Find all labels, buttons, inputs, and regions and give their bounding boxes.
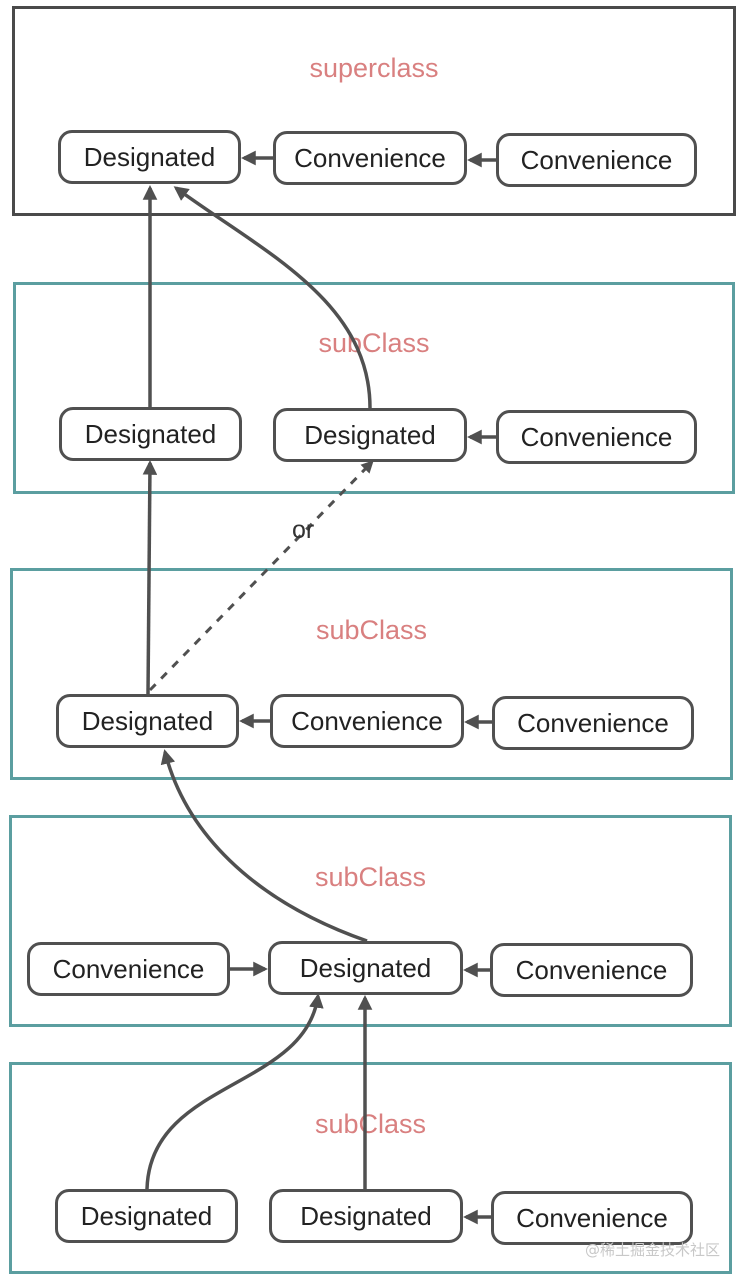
designated-node: Designated bbox=[58, 130, 241, 184]
panel-title: subClass bbox=[314, 1109, 427, 1139]
designated-node: Designated bbox=[59, 407, 242, 461]
designated-node: Designated bbox=[269, 1189, 463, 1243]
convenience-node: Convenience bbox=[27, 942, 230, 996]
convenience-node: Convenience bbox=[492, 696, 694, 750]
designated-node: Designated bbox=[56, 694, 239, 748]
panel-title: superclass bbox=[309, 53, 439, 83]
watermark-text: @稀土掘金技术社区 bbox=[584, 1241, 720, 1259]
designated-node: Designated bbox=[268, 941, 463, 995]
convenience-node: Convenience bbox=[490, 943, 693, 997]
panel-title: subClass bbox=[315, 615, 428, 645]
convenience-node: Convenience bbox=[270, 694, 464, 748]
convenience-node: Convenience bbox=[496, 133, 697, 187]
panel-title: subClass bbox=[314, 862, 427, 892]
convenience-node: Convenience bbox=[491, 1191, 693, 1245]
designated-node: Designated bbox=[273, 408, 467, 462]
convenience-node: Convenience bbox=[496, 410, 697, 464]
convenience-node: Convenience bbox=[273, 131, 467, 185]
or-label: or bbox=[292, 516, 315, 544]
designated-node: Designated bbox=[55, 1189, 238, 1243]
panel-title: subClass bbox=[318, 328, 430, 358]
